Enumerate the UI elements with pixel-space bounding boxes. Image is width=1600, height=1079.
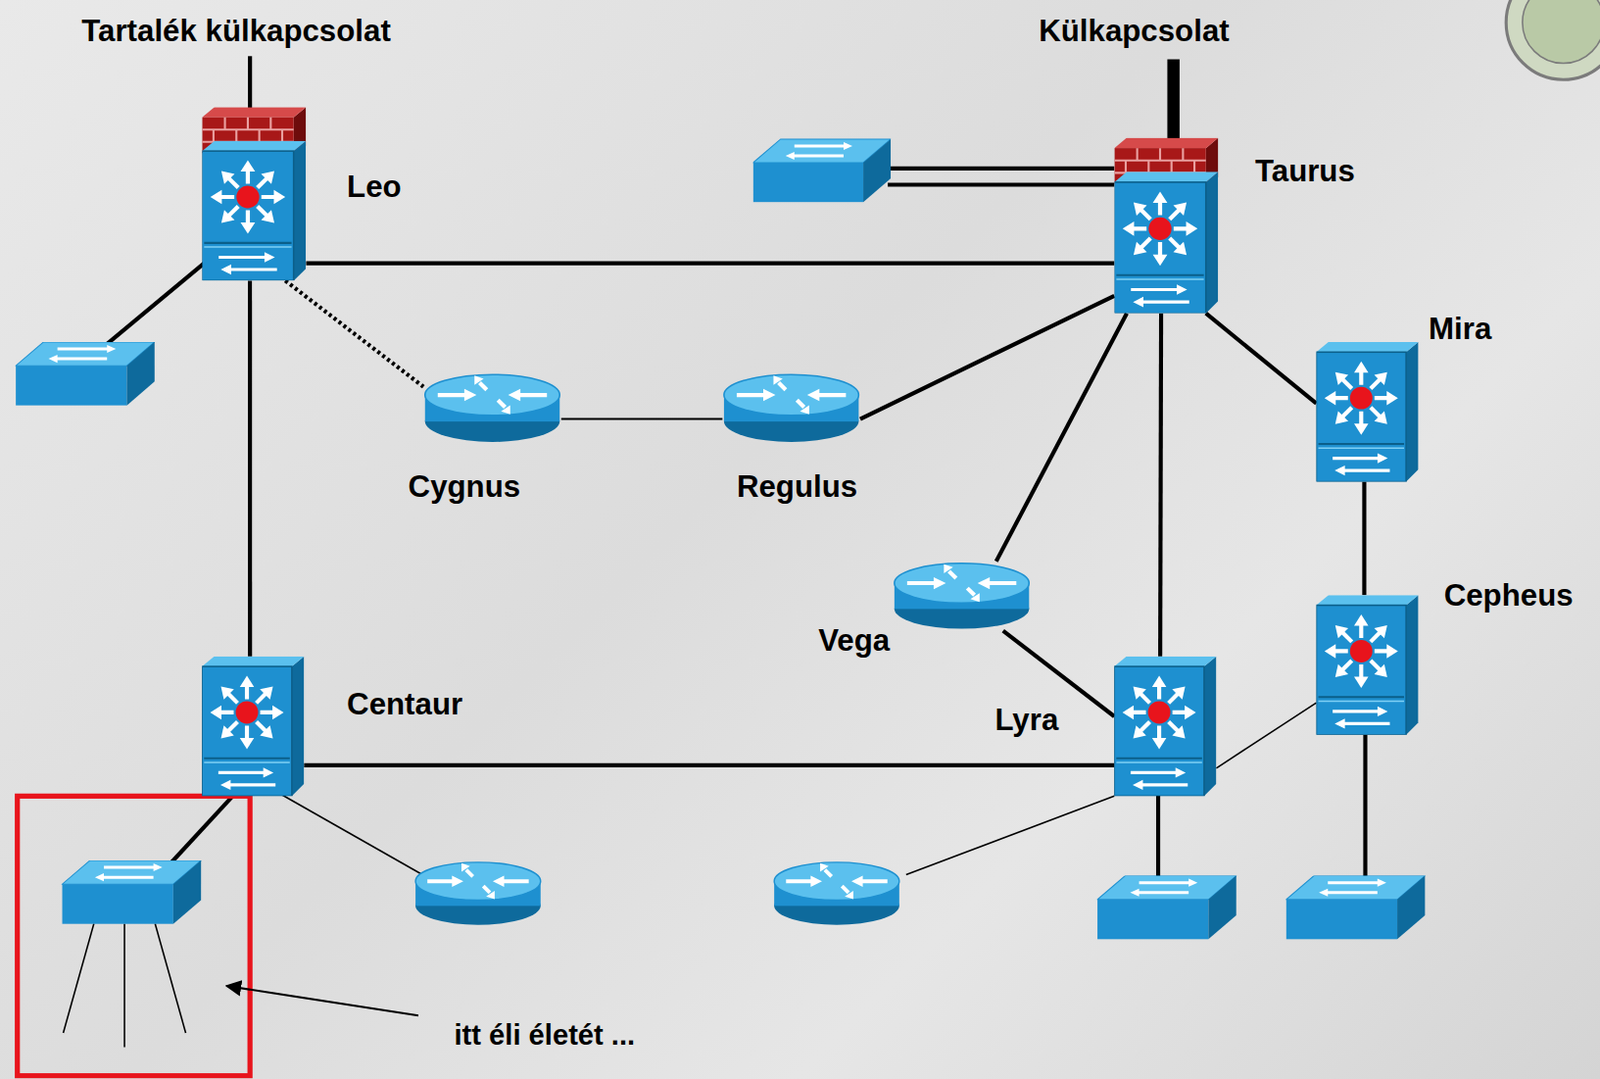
network-device: Lyra (1114, 656, 1216, 797)
switch-icon (15, 341, 155, 406)
router-icon (415, 862, 541, 925)
device-icon (1315, 594, 1418, 735)
network-link (285, 280, 424, 387)
device-name: Lyra (994, 700, 1059, 737)
device-icon (1114, 656, 1216, 797)
network-link (1215, 702, 1316, 769)
switch-icon (1097, 875, 1237, 940)
note-text: itt éli életét ... (453, 1017, 635, 1054)
network-device: Regulus (722, 372, 861, 444)
device-icon (423, 372, 562, 444)
pointer-arrow (226, 985, 419, 1016)
network-link (1206, 313, 1317, 404)
switch-icon (753, 139, 892, 202)
network-device: Cygnus (423, 372, 562, 444)
network-device: Centaur (201, 656, 304, 797)
highlight-box (17, 795, 250, 1075)
switch-icon (62, 860, 202, 924)
network-device: Cepheus (1315, 594, 1418, 735)
device-name: Centaur (346, 685, 463, 723)
device-name: Cepheus (1444, 576, 1574, 613)
device-name: Cygnus (408, 468, 522, 505)
network-link (1361, 482, 1366, 596)
device-name: Leo (346, 168, 402, 205)
thin-links (63, 793, 1116, 1047)
main-uplink (1166, 58, 1179, 140)
device-icon (892, 561, 1031, 631)
network-link (305, 261, 1115, 266)
network-device: Taurus (1114, 138, 1218, 314)
device-icon (201, 656, 304, 797)
switch-icon (1286, 875, 1426, 940)
network-link (1158, 313, 1164, 657)
device-icon (201, 106, 306, 281)
university-seal (1505, 0, 1600, 80)
router-icon (774, 862, 900, 925)
network-link (860, 295, 1115, 420)
device-name: Mira (1428, 310, 1492, 347)
device-icon (1114, 138, 1218, 314)
network-link (561, 417, 724, 420)
network-device: Vega (892, 561, 1031, 631)
device-icon (1315, 341, 1418, 483)
device-name: Vega (818, 622, 890, 659)
network-link (247, 280, 252, 656)
uplink-label: Külkapcsolat (1038, 11, 1229, 49)
network-link (303, 763, 1115, 768)
device-name: Regulus (736, 468, 858, 505)
network-link (996, 313, 1127, 562)
device-icon (722, 372, 861, 444)
device-name: Taurus (1255, 152, 1356, 190)
backup-uplink (247, 55, 252, 109)
uplink-label: Tartalék külkapcsolat (81, 11, 390, 49)
network-device: Mira (1315, 341, 1418, 483)
network-device: Leo (201, 106, 306, 281)
